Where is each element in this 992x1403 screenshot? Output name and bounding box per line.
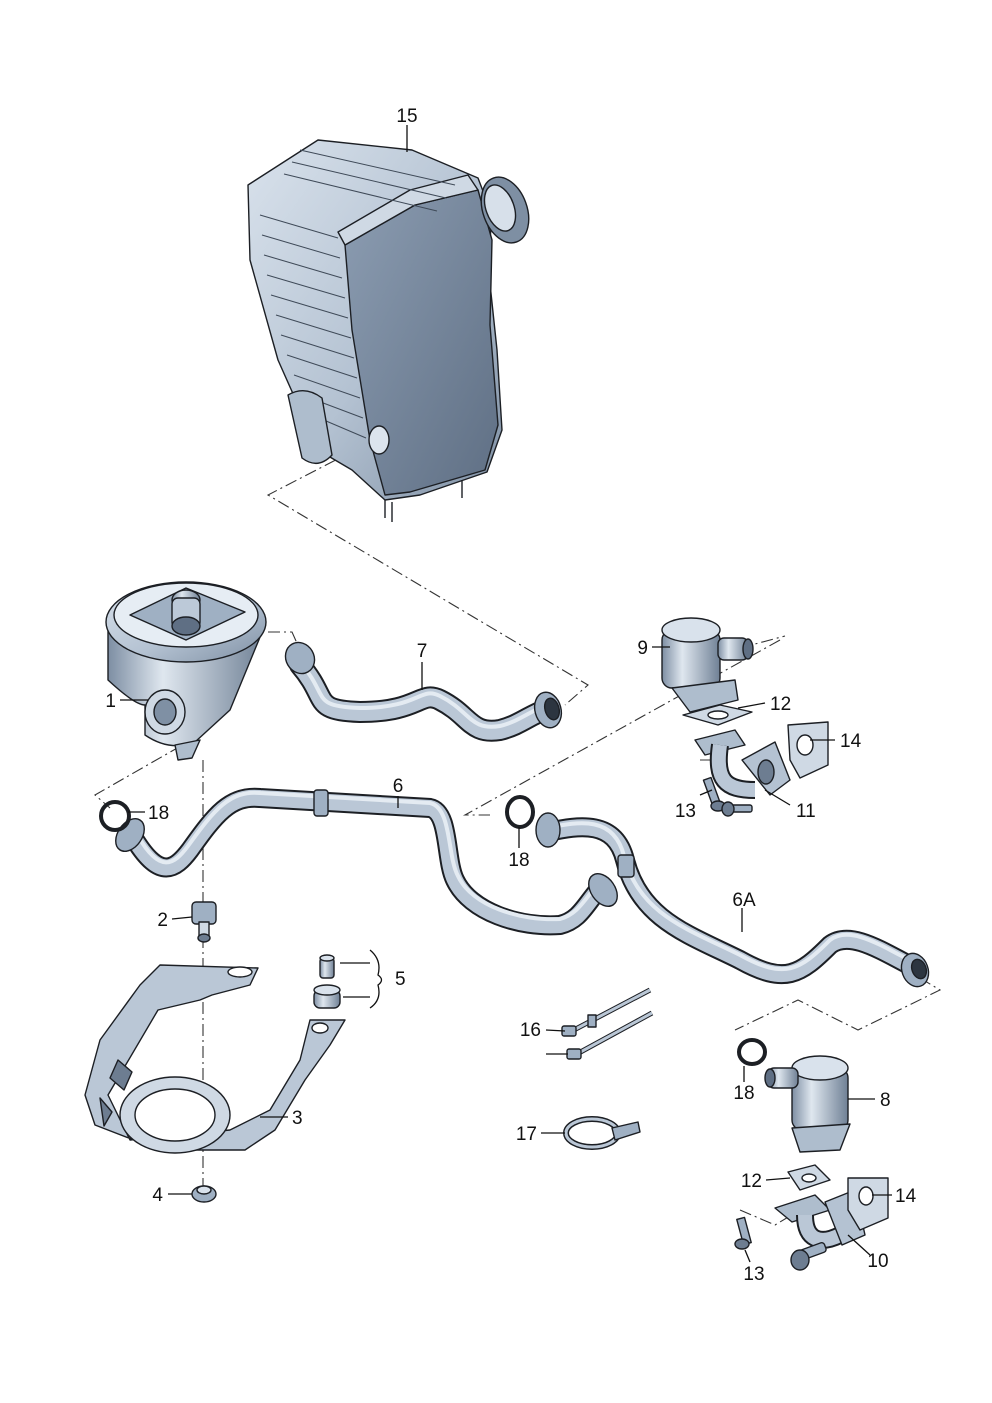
callout-7: 7: [417, 641, 428, 662]
callout-4: 4: [152, 1185, 163, 1206]
pipe-6: [115, 787, 618, 936]
screw-13-lower: [734, 1216, 827, 1271]
callout-12-lower: 12: [741, 1171, 762, 1192]
callout-18-middle: 18: [508, 850, 529, 871]
callout-5: 5: [395, 969, 406, 990]
callout-6a: 6A: [732, 890, 756, 911]
nut-4: [191, 1185, 217, 1203]
callout-8: 8: [880, 1090, 891, 1111]
gasket-12-lower: [787, 1164, 831, 1191]
callout-18-lower: 18: [733, 1083, 754, 1104]
callout-17: 17: [516, 1124, 537, 1145]
rubber-buffers-5: [313, 954, 341, 1009]
gasket-14-upper: [787, 721, 829, 779]
cable-ties-16: [561, 987, 654, 1060]
callout-12-upper: 12: [770, 694, 791, 715]
secondary-air-pump: [105, 581, 267, 761]
callout-14-upper: 14: [840, 731, 862, 752]
callout-14-lower: 14: [895, 1186, 917, 1207]
combination-valve-9: [661, 617, 754, 713]
callout-3: 3: [292, 1108, 303, 1129]
hose-7: [284, 641, 563, 742]
callout-13-lower: 13: [743, 1264, 764, 1285]
callout-6: 6: [393, 776, 404, 797]
hose-clamp-17: [563, 1116, 641, 1150]
gasket-14-lower: [847, 1177, 889, 1231]
callout-16: 16: [520, 1020, 541, 1041]
o-ring-18-lower: [737, 1038, 767, 1066]
gasket-12-upper: [682, 704, 753, 726]
callout-labels: 15 1 7 9 12 14 13 11 18 6 18 2 6A 5 16 3…: [105, 106, 916, 1285]
connecting-pipe-11: [694, 729, 791, 799]
sensor-2: [191, 901, 217, 943]
callout-10: 10: [867, 1251, 888, 1272]
o-ring-18-left: [99, 800, 131, 832]
screw-13-upper: [702, 776, 753, 817]
callout-leaders: [120, 125, 892, 1263]
callout-15: 15: [396, 106, 417, 127]
callout-1: 1: [105, 691, 116, 712]
bracket-3: [84, 964, 346, 1154]
combination-valve-8: [764, 1055, 851, 1153]
callout-11: 11: [796, 801, 816, 822]
pipe-6a: [535, 812, 930, 988]
callout-13-upper: 13: [675, 801, 696, 822]
o-ring-18-middle: [505, 795, 535, 829]
callout-9: 9: [637, 638, 648, 659]
air-filter-housing: [247, 139, 530, 522]
filter-ribs: [259, 149, 456, 439]
callout-2: 2: [157, 910, 168, 931]
callout-18-left: 18: [148, 803, 169, 824]
